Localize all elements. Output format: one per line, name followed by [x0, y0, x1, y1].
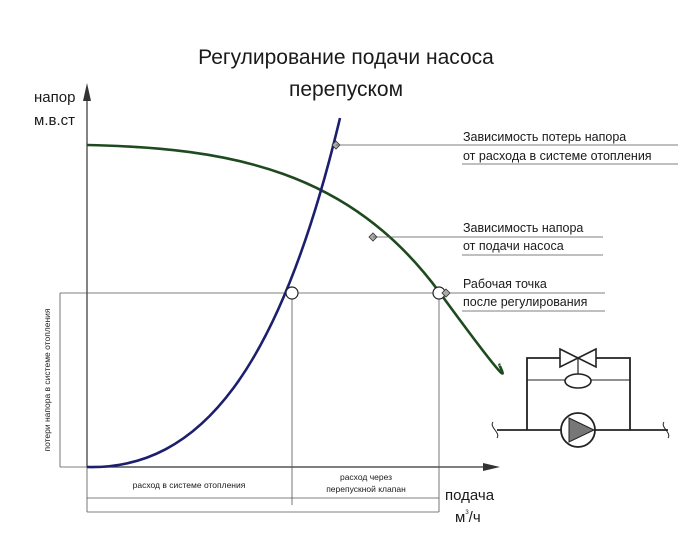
callout-marker — [441, 288, 451, 298]
pipe-break-right — [662, 421, 670, 439]
title-line-1: Регулирование подачи насоса — [198, 46, 494, 69]
pipe-break-left — [491, 421, 499, 439]
title-line-2: перепуском — [289, 78, 403, 101]
valve-icon — [559, 347, 597, 389]
system-flow-label: расход в системе отопления — [133, 480, 246, 490]
callout-op-text-2: после регулирования — [463, 295, 587, 309]
pump-icon — [560, 412, 596, 448]
callout-system-text-1: Зависимость потерь напора — [463, 130, 626, 144]
x-axis-unit: м3/ч — [455, 509, 481, 526]
y-axis-label-1: напор — [34, 89, 75, 106]
system-operating-point — [285, 286, 299, 300]
bypass-flow-label-1: расход через — [340, 472, 392, 482]
callout-pump-text-1: Зависимость напора — [463, 221, 583, 235]
x-axis-arrow — [483, 463, 500, 471]
callout-pump-curve: Зависимость напора от подачи насоса — [368, 221, 603, 256]
callout-op-text-1: Рабочая точка — [463, 277, 547, 291]
head-loss-label: потери напора в системе отопления — [42, 308, 52, 451]
y-axis-label-2: м.в.ст — [34, 112, 75, 129]
callout-system-text-2: от расхода в системе отопления — [463, 149, 652, 163]
x-axis-label: подача — [445, 487, 495, 504]
system-curve — [86, 117, 342, 469]
callout-pump-text-2: от подачи насоса — [463, 239, 564, 253]
y-axis-arrow — [83, 83, 91, 101]
pump-curve — [86, 143, 504, 375]
callout-system-curve: Зависимость потерь напора от расхода в с… — [331, 130, 678, 165]
callout-operating-point: Рабочая точка после регулирования — [441, 277, 605, 312]
bypass-flow-label-2: перепускной клапан — [326, 484, 406, 494]
